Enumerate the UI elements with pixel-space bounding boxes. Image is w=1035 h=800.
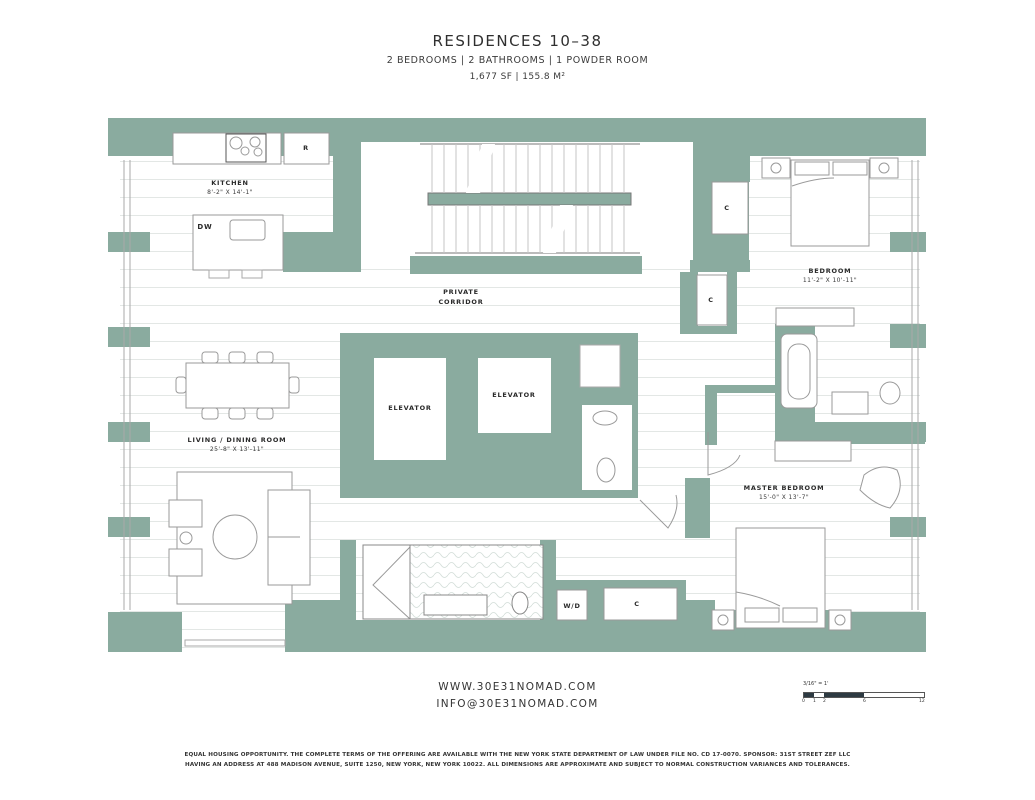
closet-label-3: C xyxy=(634,600,640,608)
bedroom-label: BEDROOM xyxy=(809,267,852,275)
elevator-1 xyxy=(374,358,446,460)
kitchen-counter xyxy=(172,132,330,165)
door-swing xyxy=(707,432,741,476)
master-bedroom-label: MASTER BEDROOM xyxy=(744,484,825,492)
unit-summary: 2 BEDROOMS | 2 BATHROOMS | 1 POWDER ROOM xyxy=(386,55,649,66)
closet-1 xyxy=(711,181,749,235)
living-dims: 25'-8" X 13'-11" xyxy=(210,446,264,453)
washer-dryer-label: W/D xyxy=(563,602,580,610)
email-link[interactable]: INFO@30E31NOMAD.COM xyxy=(436,698,599,710)
washer-dryer xyxy=(556,589,588,621)
windows xyxy=(123,160,919,647)
elevator-1-label: ELEVATOR xyxy=(388,404,432,412)
kitchen-label: KITCHEN xyxy=(211,179,249,187)
closet-label-1: C xyxy=(724,204,730,212)
stairs xyxy=(415,143,640,254)
elevator-2 xyxy=(478,358,551,433)
disclaimer-line-1: EQUAL HOUSING OPPORTUNITY. THE COMPLETE … xyxy=(184,752,851,758)
elevator-2-label: ELEVATOR xyxy=(492,391,536,399)
living-furniture xyxy=(168,471,311,605)
scale-label: 3/16" = 1' xyxy=(803,681,829,687)
closet-2 xyxy=(696,274,728,326)
legal-disclaimer: EQUAL HOUSING OPPORTUNITY. THE COMPLETE … xyxy=(0,750,1035,770)
disclaimer-line-2: HAVING AN ADDRESS AT 488 MADISON AVENUE,… xyxy=(185,762,850,768)
dishwasher-label: DW xyxy=(197,223,212,231)
bedroom-dims: 11'-2" X 10'-11" xyxy=(803,277,857,284)
website-link[interactable]: WWW.30E31NOMAD.COM xyxy=(438,681,597,693)
shower xyxy=(362,544,411,620)
scale-graphic xyxy=(803,692,925,698)
master-bath xyxy=(780,333,901,415)
refrigerator-label: R xyxy=(303,144,309,152)
bedroom-furniture xyxy=(761,157,899,327)
living-label: LIVING / DINING ROOM xyxy=(188,436,287,444)
master-bed xyxy=(711,440,901,631)
unit-area: 1,677 SF | 155.8 M² xyxy=(469,72,566,82)
closet-label-2: C xyxy=(708,296,714,304)
powder-room xyxy=(582,405,632,490)
dining-table xyxy=(175,351,300,420)
corridor-label-1: PRIVATE xyxy=(443,288,479,296)
closet-3 xyxy=(603,587,678,621)
kitchen-dims: 8'-2" X 14'-1" xyxy=(207,189,253,196)
master-bedroom-dims: 15'-0" X 13'-7" xyxy=(759,494,809,501)
page-title: RESIDENCES 10–38 xyxy=(432,32,603,50)
kitchen-island xyxy=(192,214,284,271)
corridor-label-2: CORRIDOR xyxy=(438,298,483,306)
